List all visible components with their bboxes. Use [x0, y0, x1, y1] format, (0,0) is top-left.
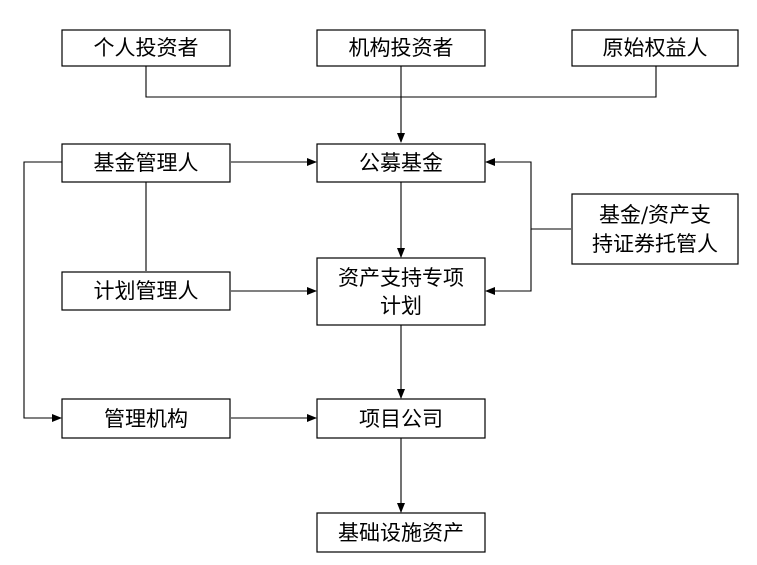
- node-individual-investor-label: 个人投资者: [94, 36, 199, 60]
- edges: [23, 66, 657, 513]
- edge-original-equity-holder-to-public-fund: [401, 66, 657, 98]
- edge-individual-investor-to-public-fund: [145, 66, 401, 98]
- node-custodian-label-line1: 基金/资产支: [599, 203, 711, 227]
- node-management-org: 管理机构: [61, 398, 231, 439]
- node-public-fund-label: 公募基金: [359, 151, 443, 175]
- node-management-org-label: 管理机构: [104, 407, 188, 431]
- node-custodian: 基金/资产支 持证券托管人: [571, 193, 739, 265]
- node-institutional-investor-label: 机构投资者: [349, 36, 454, 60]
- node-project-company-label: 项目公司: [359, 407, 443, 431]
- node-infrastructure-assets: 基础设施资产: [316, 512, 486, 553]
- node-abs-plan: 资产支持专项 计划: [316, 257, 486, 326]
- node-abs-plan-label-line1: 资产支持专项: [338, 266, 464, 290]
- node-fund-manager: 基金管理人: [61, 143, 231, 183]
- edge-custodian-to-public-fund: [485, 158, 571, 230]
- edge-custodian-to-abs-plan: [485, 229, 532, 295]
- edge-fund-manager-to-management-org: [23, 161, 62, 422]
- node-custodian-label-line2: 持证券托管人: [592, 232, 718, 256]
- node-project-company: 项目公司: [316, 398, 486, 439]
- node-institutional-investor: 机构投资者: [316, 29, 486, 67]
- node-original-equity-holder-label: 原始权益人: [603, 36, 708, 60]
- node-plan-manager: 计划管理人: [61, 271, 231, 311]
- node-fund-manager-label: 基金管理人: [94, 151, 199, 175]
- node-infrastructure-assets-label: 基础设施资产: [338, 521, 464, 545]
- node-public-fund: 公募基金: [316, 143, 486, 183]
- node-original-equity-holder: 原始权益人: [571, 29, 739, 67]
- node-individual-investor: 个人投资者: [61, 29, 231, 67]
- node-abs-plan-label-line2: 计划: [380, 294, 422, 318]
- node-plan-manager-label: 计划管理人: [94, 279, 199, 303]
